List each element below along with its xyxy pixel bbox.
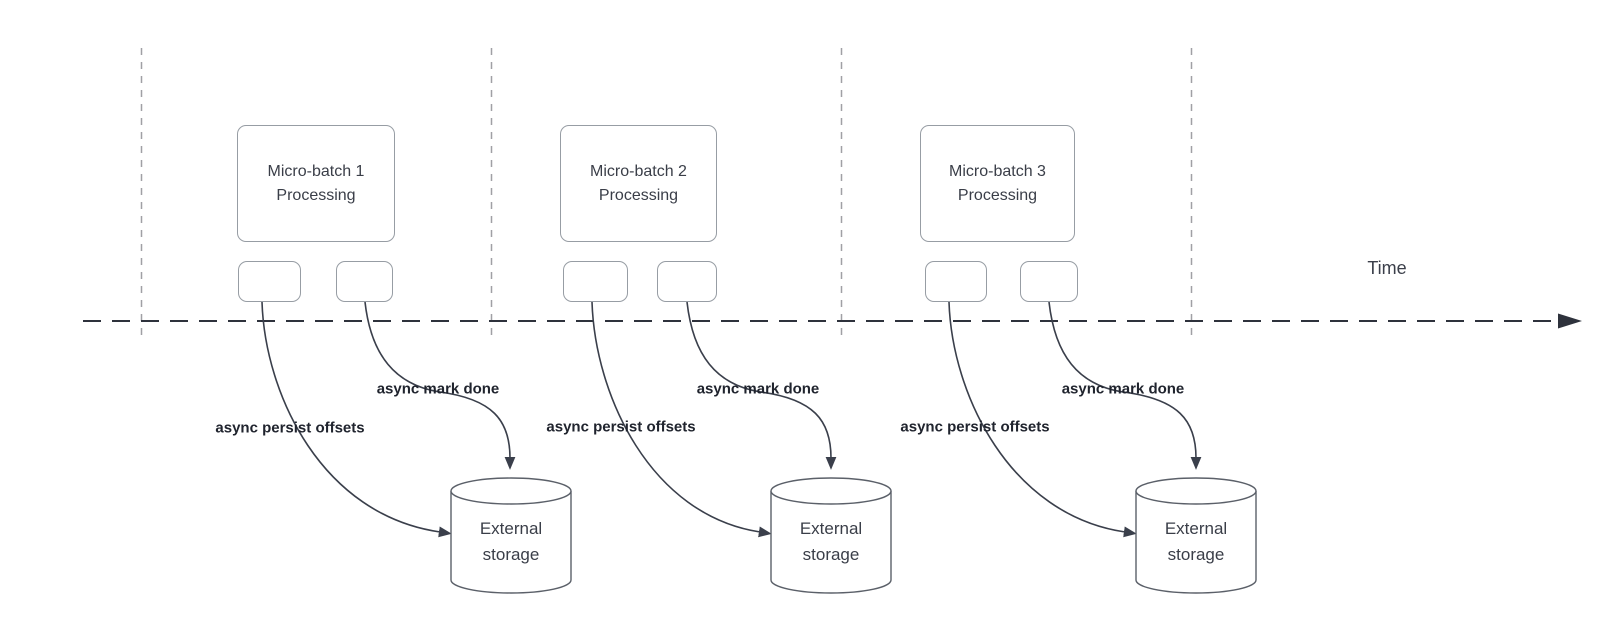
external-storage-label-1: External storage xyxy=(451,516,571,568)
micro-batch-1-title-line1: Micro-batch 1 xyxy=(267,162,365,180)
mark-done-arrow-2 xyxy=(686,301,837,470)
storage-cylinder-top-1 xyxy=(450,477,572,505)
external-storage-label-2-line1: External xyxy=(799,519,863,538)
micro-batch-1-title-line2: Processing xyxy=(276,186,356,204)
time-axis-arrowhead-icon xyxy=(1558,313,1582,329)
storage-cylinder-body-2 xyxy=(770,491,892,594)
external-storage-label-2-line2: storage xyxy=(802,545,860,564)
mark-done-arrow-1 xyxy=(364,301,516,470)
storage-cylinder-body-1 xyxy=(450,491,572,594)
micro-batch-2-processing-box: Micro-batch 2 Processing xyxy=(560,125,717,242)
micro-batch-1-subtask-box-b xyxy=(336,261,393,302)
storage-cylinder-top-2 xyxy=(770,477,892,505)
storage-cylinder-2 xyxy=(770,477,892,594)
mark-done-label-2: async mark done xyxy=(696,380,820,398)
mark-done-label-1: async mark done xyxy=(376,380,500,398)
micro-batch-3-subtask-box-b xyxy=(1020,261,1078,302)
micro-batch-2-subtask-box-b xyxy=(657,261,717,302)
mark-done-label-3: async mark done xyxy=(1061,380,1185,398)
external-storage-label-1-line2: storage xyxy=(482,545,540,564)
persist-offsets-label-2: async persist offsets xyxy=(546,418,696,436)
persist-offsets-label-3: async persist offsets xyxy=(900,418,1050,436)
micro-batch-2-subtask-box-a xyxy=(563,261,628,302)
micro-batch-3-subtask-box-a xyxy=(925,261,987,302)
mark-done-arrow-3 xyxy=(1048,301,1202,470)
micro-batch-3-title-line2: Processing xyxy=(957,186,1038,204)
time-axis-label: Time xyxy=(1367,258,1407,278)
persist-offsets-arrow-1 xyxy=(261,301,452,538)
external-storage-label-3-line2: storage xyxy=(1167,545,1225,564)
micro-batch-2-title-line1: Micro-batch 2 xyxy=(590,162,687,180)
external-storage-label-3-line1: External xyxy=(1164,519,1228,538)
external-storage-label-2: External storage xyxy=(771,516,891,568)
micro-batch-1-subtask-box-a xyxy=(238,261,301,302)
storage-cylinder-top-3 xyxy=(1135,477,1257,505)
micro-batch-2-title-line2: Processing xyxy=(598,186,679,204)
micro-batch-3-title-line1: Micro-batch 3 xyxy=(949,162,1046,180)
storage-cylinder-3 xyxy=(1135,477,1257,594)
persist-offsets-label-1: async persist offsets xyxy=(215,419,365,437)
storage-cylinder-body-3 xyxy=(1135,491,1257,594)
persist-offsets-arrow-3 xyxy=(948,301,1137,538)
storage-cylinder-1 xyxy=(450,477,572,594)
external-storage-label-1-line1: External xyxy=(479,519,543,538)
persist-offsets-arrow-2 xyxy=(591,301,772,538)
micro-batch-1-processing-box: Micro-batch 1 Processing xyxy=(237,125,395,242)
micro-batch-3-processing-box: Micro-batch 3 Processing xyxy=(920,125,1075,242)
external-storage-label-3: External storage xyxy=(1136,516,1256,568)
